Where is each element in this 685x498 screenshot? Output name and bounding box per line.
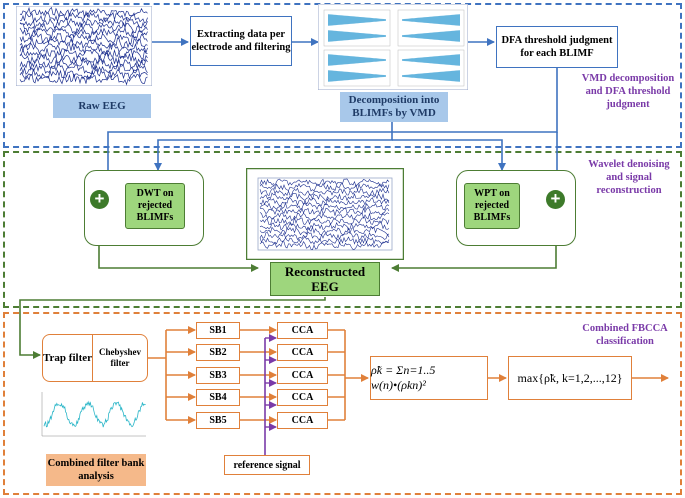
extract-box: Extracting data per electrode and filter…: [190, 16, 292, 66]
eeg-trace: [19, 26, 148, 40]
subband-box: SB3: [196, 367, 240, 384]
reconstructed-eeg-label: Reconstructed EEG: [270, 262, 380, 296]
eeg-trace: [259, 187, 390, 197]
vmd-decomposition-plot: [318, 4, 468, 90]
vmd-section-label: VMD decomposition and DFA threshold judg…: [581, 73, 675, 110]
subband-box: SB1: [196, 322, 240, 339]
eeg-trace: [19, 36, 148, 49]
trap-filter-box: Trap filter: [43, 335, 94, 381]
cca-box: CCA: [277, 367, 328, 384]
dfa-box: DFA threshold judgment for each BLIMF: [496, 26, 618, 68]
eeg-trace: [259, 216, 390, 226]
eeg-trace: [259, 182, 390, 192]
wpt-box: WPT on rejected BLIMFs: [464, 183, 520, 229]
wavelet-section-label: Wavelet denoising and signal reconstruct…: [588, 159, 670, 196]
vmd-mode-shape: [402, 70, 460, 82]
vmd-mode-shape: [328, 54, 386, 66]
wpt-plus-icon: +: [546, 190, 565, 209]
eeg-trace: [259, 231, 390, 241]
vmd-mode-shape: [402, 54, 460, 66]
filter-group: Trap filter Chebyshev filter: [42, 334, 148, 382]
eeg-trace: [19, 21, 148, 34]
cca-box: CCA: [277, 322, 328, 339]
cca-box: CCA: [277, 389, 328, 406]
vmd-mode-shape: [328, 70, 386, 82]
eeg-trace: [259, 202, 390, 211]
eeg-trace: [19, 11, 148, 24]
eeg-trace: [259, 178, 390, 188]
dwt-plus-icon: +: [90, 190, 109, 209]
subband-box: SB4: [196, 389, 240, 406]
eeg-trace: [259, 222, 390, 231]
fbcca-section-label: Combined FBCCA classification: [582, 323, 668, 347]
eeg-trace: [259, 192, 390, 202]
vmd-mode-shape: [402, 14, 460, 26]
eeg-trace: [19, 48, 148, 61]
cca-box: CCA: [277, 412, 328, 429]
fbcca-section: [3, 312, 682, 495]
vmd-mode-shape: [402, 30, 460, 42]
chebyshev-filter-box: Chebyshev filter: [99, 347, 142, 368]
eeg-trace: [19, 52, 148, 66]
wavelet-section: [3, 151, 682, 308]
eeg-trace: [19, 6, 148, 18]
eeg-trace: [19, 63, 148, 75]
eeg-trace: [259, 226, 390, 236]
subband-box: SB2: [196, 344, 240, 361]
raw-eeg-plot: [16, 6, 152, 86]
combined-filter-label: Combined filter bank analysis: [46, 454, 146, 486]
raw-eeg-label: Raw EEG: [53, 94, 151, 118]
subband-box: SB5: [196, 412, 240, 429]
eeg-trace: [19, 32, 148, 45]
dwt-box: DWT on rejected BLIMFs: [125, 183, 185, 229]
weighted-sum-formula: ρ̃k = Σn=1..5 w(n)•(ρkn)²: [370, 356, 488, 400]
max-formula: max{ρ̃k, k=1,2,...,12}: [508, 356, 632, 400]
eeg-trace: [19, 42, 148, 55]
filter-output-plot: [38, 388, 150, 440]
vmd-mode-shape: [328, 14, 386, 26]
eeg-trace: [19, 73, 148, 86]
reconstructed-eeg-plot: [246, 168, 404, 260]
eeg-trace: [259, 240, 390, 250]
eeg-trace: [259, 236, 390, 245]
eeg-trace: [259, 197, 390, 207]
vmd-mode-shape: [328, 30, 386, 42]
eeg-trace: [19, 57, 148, 70]
cca-box: CCA: [277, 344, 328, 361]
decomposition-label: Decomposition into BLIMFs by VMD: [340, 92, 448, 122]
reference-signal-box: reference signal: [224, 455, 310, 475]
eeg-trace: [259, 211, 390, 221]
eeg-trace: [259, 207, 390, 216]
